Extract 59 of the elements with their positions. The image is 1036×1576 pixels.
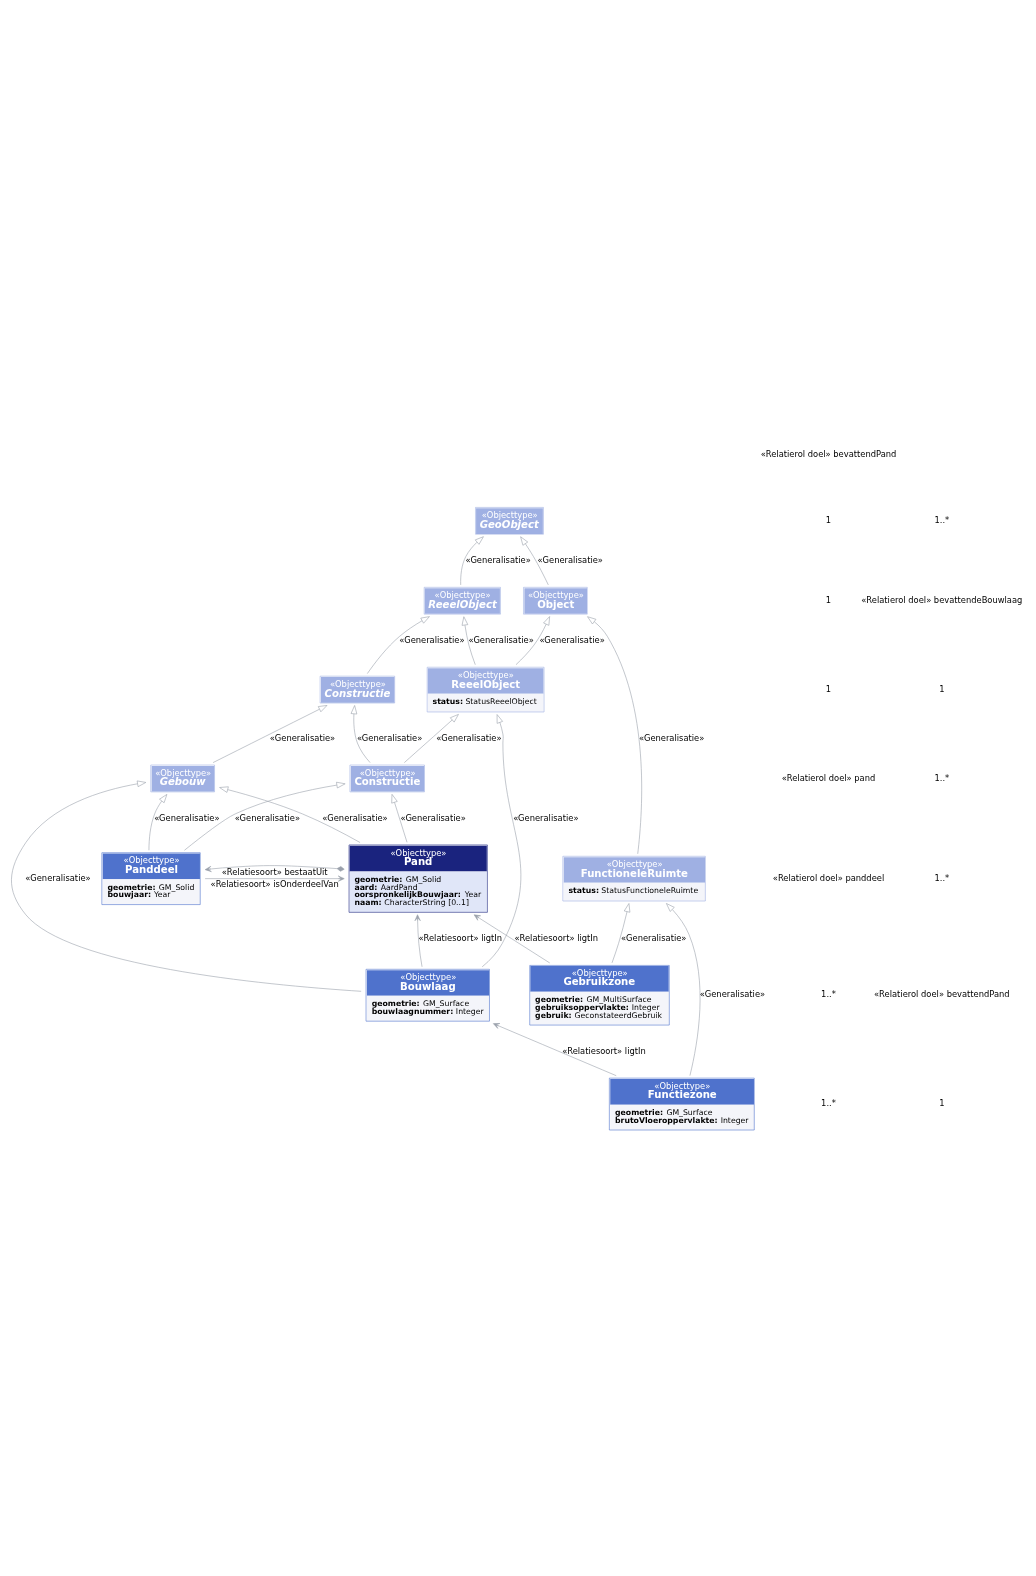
arrow (390, 794, 407, 843)
edge-label: «Generalisatie» (435, 732, 502, 743)
arrow (204, 875, 345, 882)
edge-label: «Generalisatie» (699, 989, 765, 1000)
arrow (473, 914, 550, 964)
edge-label: «Relatiesoort» ligtIn (417, 933, 502, 944)
edge-label: «Generalisatie» (620, 933, 686, 944)
edge-label: «Generalisatie» (399, 812, 466, 823)
arrow (481, 714, 521, 968)
arrow (515, 616, 550, 665)
label: 1..* (933, 515, 949, 526)
label: 1..* (933, 872, 949, 883)
edge-label: «Generalisatie» (234, 812, 300, 823)
edge-label: «Generalisatie» (512, 812, 578, 823)
edge-label: «Generalisatie» (538, 634, 605, 645)
arrow (459, 536, 484, 586)
edge-label: «Generalisatie» (269, 732, 335, 743)
label: 1 (825, 515, 831, 526)
arrow (586, 616, 642, 855)
arrow (403, 714, 459, 763)
edge-label: «Generalisatie» (464, 554, 531, 565)
arrow (366, 616, 430, 674)
label: «Relatierol doel» bevattendPand (873, 989, 1010, 1000)
edge-label: «Generalisatie» (467, 634, 534, 645)
edge-label: «Relatiesoort» ligtIn (561, 1045, 646, 1056)
label: 1 (825, 683, 831, 694)
label: 1 (938, 683, 944, 694)
edge-label: «Relatiesoort» bestaatUit (221, 866, 328, 877)
edge-label: «Generalisatie» (321, 812, 388, 823)
label: 1 (825, 594, 831, 605)
arrow (204, 865, 345, 872)
edge-label: «Generalisatie» (398, 634, 465, 645)
arrow (461, 616, 476, 666)
label: «Relatierol doel» bevattendPand (760, 448, 896, 459)
edge-label: «Generalisatie» (638, 732, 704, 743)
label: «Relatierol doel» pand (781, 772, 875, 783)
edge-label: «Generalisatie» (153, 812, 219, 823)
label: «Relatierol doel» bevattendeBouwlaag (860, 594, 1022, 605)
arrow (611, 903, 630, 964)
arrow (148, 794, 167, 851)
arrow (519, 536, 549, 586)
label: 1..* (820, 1098, 836, 1109)
arrow (218, 786, 360, 843)
label: «Relatierol doel» panddeel (772, 872, 884, 883)
label: 1..* (933, 772, 949, 783)
edge-label: «Generalisatie» (537, 554, 603, 565)
edge-label: «Relatiesoort» isOnderdeelVan (210, 879, 339, 890)
arrow (183, 781, 345, 851)
label: 1..* (820, 989, 836, 1000)
arrow (665, 903, 700, 1076)
arrow (212, 705, 327, 763)
arrow (414, 914, 422, 968)
arrow (10, 780, 361, 992)
arrow (492, 1023, 616, 1076)
arrow (350, 705, 370, 763)
edge-label: «Generalisatie» (24, 872, 91, 883)
edge-label: «Generalisatie» (356, 732, 422, 743)
label: 1 (938, 1098, 944, 1109)
edge-label: «Relatiesoort» ligtIn (513, 933, 598, 944)
